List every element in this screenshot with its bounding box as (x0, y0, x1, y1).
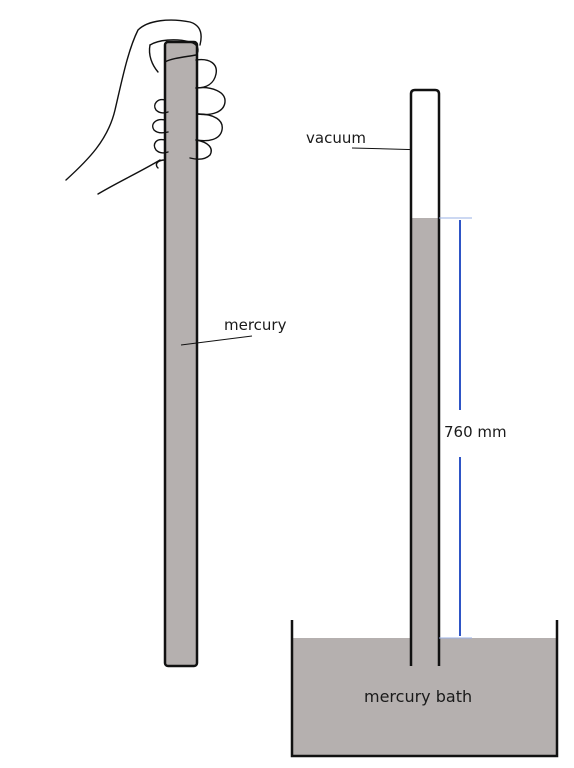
mercury-leader-line (180, 335, 253, 346)
height-measure (439, 217, 472, 639)
hand-illustration (65, 19, 226, 195)
height-label: 760 mm (444, 423, 507, 441)
right-tube-outline (409, 88, 441, 666)
right-tube-vacuum (411, 92, 439, 218)
left-tube-mercury (163, 40, 199, 668)
left-tube (163, 40, 199, 668)
right-tube (409, 88, 441, 666)
right-tube-mercury-column (411, 218, 439, 666)
mercury-bath-label: mercury bath (364, 687, 473, 706)
vacuum-label: vacuum (306, 129, 366, 147)
mercury-label: mercury (224, 316, 287, 334)
bath-walls (290, 620, 559, 758)
